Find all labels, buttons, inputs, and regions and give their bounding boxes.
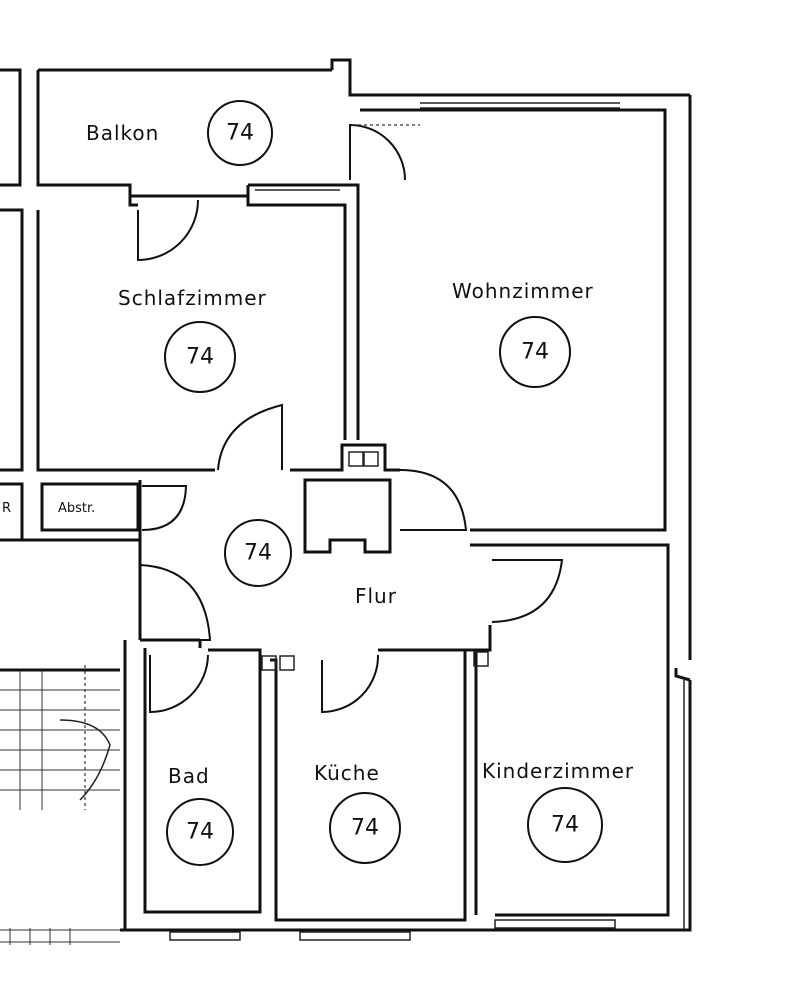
room-label-wohnzimmer: Wohnzimmer bbox=[452, 279, 594, 303]
badge-schlafzimmer: 74 bbox=[164, 321, 236, 393]
badge-text-bad: 74 bbox=[186, 820, 214, 845]
badge-flur: 74 bbox=[224, 519, 292, 587]
room-label-schlafzimmer: Schlafzimmer bbox=[118, 286, 267, 310]
badge-text-schlafzimmer: 74 bbox=[186, 345, 214, 370]
labels: Balkon Schlafzimmer Wohnzimmer Abstr. R … bbox=[2, 121, 634, 788]
room-label-kueche: Küche bbox=[314, 761, 380, 785]
badge-balkon: 74 bbox=[207, 100, 273, 166]
badge-text-kinderzimmer: 74 bbox=[551, 813, 579, 838]
doors bbox=[137, 123, 564, 714]
room-badges: 74 74 74 74 74 74 74 bbox=[164, 100, 603, 866]
room-label-flur: Flur bbox=[355, 584, 397, 608]
badge-text-balkon: 74 bbox=[226, 121, 254, 146]
badge-text-wohnzimmer: 74 bbox=[521, 340, 549, 365]
badge-bad: 74 bbox=[166, 798, 234, 866]
room-label-balkon: Balkon bbox=[86, 121, 159, 145]
room-label-bad: Bad bbox=[168, 764, 210, 788]
staircase bbox=[0, 665, 120, 945]
badge-text-flur: 74 bbox=[244, 541, 272, 566]
room-label-kinderzimmer: Kinderzimmer bbox=[482, 759, 634, 783]
room-label-left-small: R bbox=[2, 501, 11, 516]
badge-kinderzimmer: 74 bbox=[527, 787, 603, 863]
badge-kueche: 74 bbox=[329, 792, 401, 864]
badge-wohnzimmer: 74 bbox=[499, 316, 571, 388]
room-label-abstr: Abstr. bbox=[58, 501, 95, 516]
walls bbox=[0, 58, 692, 941]
badge-text-kueche: 74 bbox=[351, 816, 379, 841]
